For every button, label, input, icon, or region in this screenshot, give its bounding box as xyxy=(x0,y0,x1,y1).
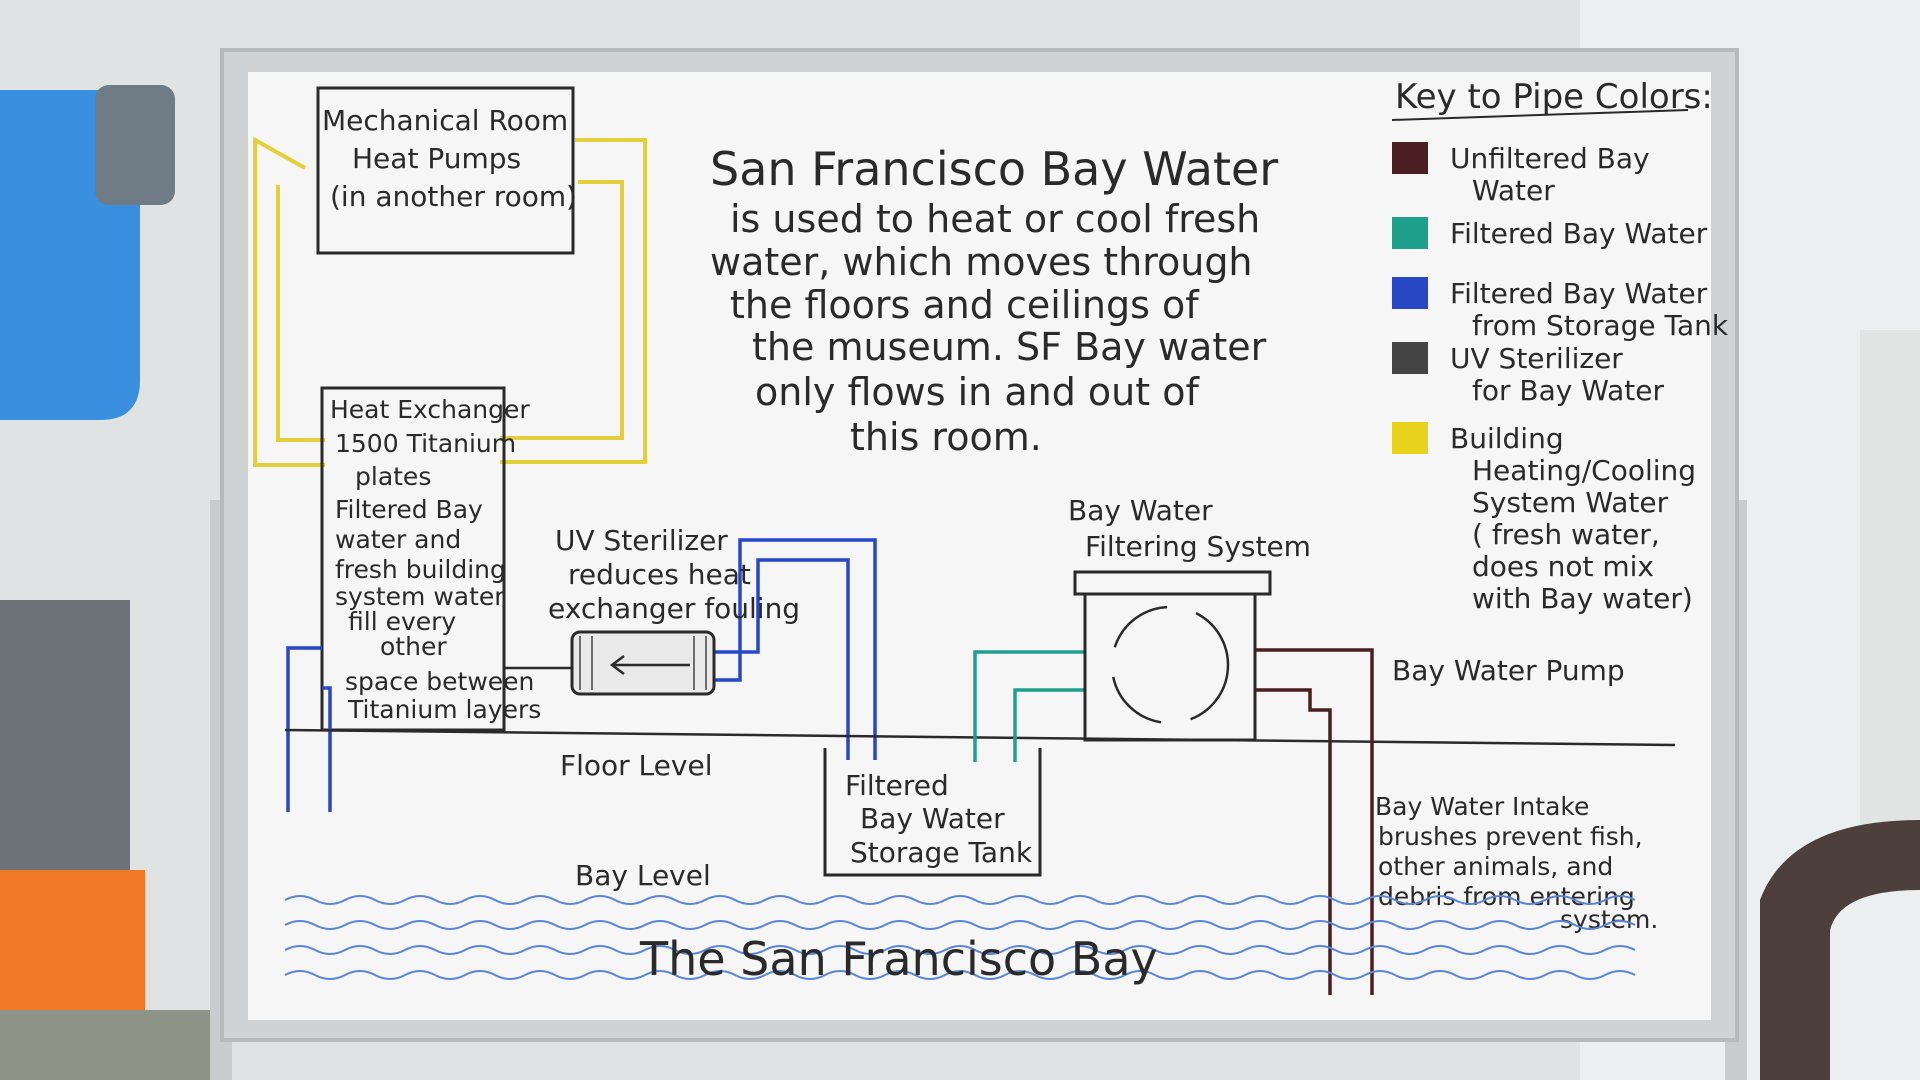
key-swatch-3 xyxy=(1392,342,1428,374)
key-label-line: Water xyxy=(1472,174,1555,207)
heat-exchanger-box xyxy=(320,386,506,732)
filtered-water-pipes xyxy=(973,650,1085,762)
heat-exchanger-label: Heat Exchanger 1500 Titanium plates Filt… xyxy=(330,395,538,661)
orange-pump-base xyxy=(0,870,145,1010)
key-label-line: Heating/Cooling xyxy=(1472,454,1696,487)
filter-body xyxy=(1083,594,1257,742)
uv-sterilizer-label: UV Sterilizer reduces heat exchanger fou… xyxy=(548,524,800,625)
bay-name-label: The San Francisco Bay xyxy=(639,932,1158,986)
key-label-line: Unfiltered Bay xyxy=(1450,142,1650,175)
mechanical-room-label: Mechanical Room Heat Pumps (in another r… xyxy=(322,104,577,213)
filter-lid xyxy=(1073,570,1272,596)
key-label-line: with Bay water) xyxy=(1472,582,1693,615)
pump-label: Bay Water Pump xyxy=(1392,654,1625,687)
key-swatch-2 xyxy=(1392,277,1428,309)
space-between-label: space between Titanium layers xyxy=(345,667,542,724)
uv-sterilizer-hatching xyxy=(579,636,707,690)
key-swatch-4 xyxy=(1392,422,1428,454)
mechanical-room-box xyxy=(316,86,575,255)
key-label-line: Filtered Bay Water xyxy=(1450,217,1708,250)
key-label-line: from Storage Tank xyxy=(1472,309,1729,342)
storage-tank-label: Filtered Bay Water Storage Tank xyxy=(845,769,1033,869)
pump-motor xyxy=(0,600,130,870)
key-label-line: ( fresh water, xyxy=(1472,518,1660,551)
key-title-underline xyxy=(1391,109,1689,121)
building-water-loop xyxy=(253,136,647,467)
floor-level-label: Floor Level xyxy=(560,749,712,782)
key-swatch-1 xyxy=(1392,217,1428,249)
brown-pipe xyxy=(1760,820,1920,1080)
floor-line xyxy=(284,728,1676,747)
key-label-line: UV Sterilizer xyxy=(1450,342,1623,375)
key-label-line: Building xyxy=(1450,422,1564,455)
unfiltered-water-pipes xyxy=(1255,648,1374,995)
filtering-system-label: Bay Water Filtering System xyxy=(1068,494,1311,563)
wall-panel xyxy=(1860,330,1920,830)
filter-circulation-arrow xyxy=(1110,605,1230,725)
key-label-line: System Water xyxy=(1472,486,1669,519)
storage-tank-pipes xyxy=(286,538,877,812)
uv-sterilizer-device xyxy=(570,630,716,696)
key-label-line: does not mix xyxy=(1472,550,1654,583)
storage-tank xyxy=(823,748,1042,877)
uv-flow-arrowhead xyxy=(609,655,625,675)
bay-waves xyxy=(284,895,1636,980)
floor-base xyxy=(0,1010,220,1080)
key-swatch-0 xyxy=(1392,142,1428,174)
key-label-line: Filtered Bay Water xyxy=(1450,277,1708,310)
whiteboard-surface xyxy=(248,72,1711,1020)
pipe-flange xyxy=(95,85,175,205)
description-text: San Francisco Bay Water is used to heat … xyxy=(710,142,1283,459)
intake-label: Bay Water Intake brushes prevent fish, o… xyxy=(1375,792,1658,934)
bay-level-label: Bay Level xyxy=(575,859,711,892)
key-label-1: Filtered Bay Water xyxy=(1450,217,1708,250)
key-label-line: for Bay Water xyxy=(1472,374,1664,407)
